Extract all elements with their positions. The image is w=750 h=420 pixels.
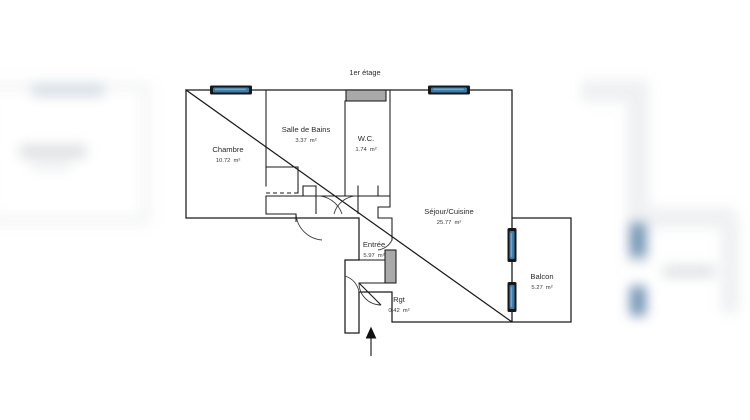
room-label-balcon: Balcon: [530, 272, 553, 281]
window-group: [210, 85, 517, 312]
window-chambre-north: [210, 85, 252, 95]
wall-chambre-east-lower: [265, 195, 297, 219]
window-balcon-upper: [507, 228, 517, 262]
door-group: [295, 195, 393, 306]
wall-bathroom-south: [302, 185, 317, 197]
closet-chambre-outline: [265, 166, 299, 194]
wall-bath-wc-jamb-right: [377, 185, 391, 197]
door-leaf-rgt: [358, 282, 382, 306]
window-sejour-north: [428, 85, 470, 95]
opening-group: [345, 89, 397, 284]
door-arc-entree-sejour: [377, 239, 393, 251]
door-arc-chambre: [295, 213, 323, 241]
door-arc-salle-de-bains: [315, 195, 343, 215]
opening-entree-door: [384, 249, 397, 284]
door-arc-wc: [333, 195, 359, 215]
window-balcon-lower: [507, 282, 517, 312]
wall-sejour-west: [377, 89, 393, 241]
room-label-salle-de-bains: Salle de Bains: [282, 125, 331, 134]
room-label-chambre: Chambre: [212, 145, 243, 154]
room-label-entree: Entrée: [363, 240, 385, 249]
room-label-rgt: Rgt: [393, 295, 406, 304]
door-arc-main-entrance: [344, 275, 360, 293]
room-label-sejour-cuisine: Séjour/Cuisine: [424, 207, 473, 216]
opening-wc-north: [345, 89, 387, 102]
wall-bath-wc-jamb-mid: [344, 185, 359, 197]
room-label-wc: W.C.: [358, 134, 374, 143]
entry-arrow: [365, 326, 377, 356]
plan-title: 1er étage: [349, 68, 380, 77]
door-arc-rgt: [358, 282, 382, 306]
